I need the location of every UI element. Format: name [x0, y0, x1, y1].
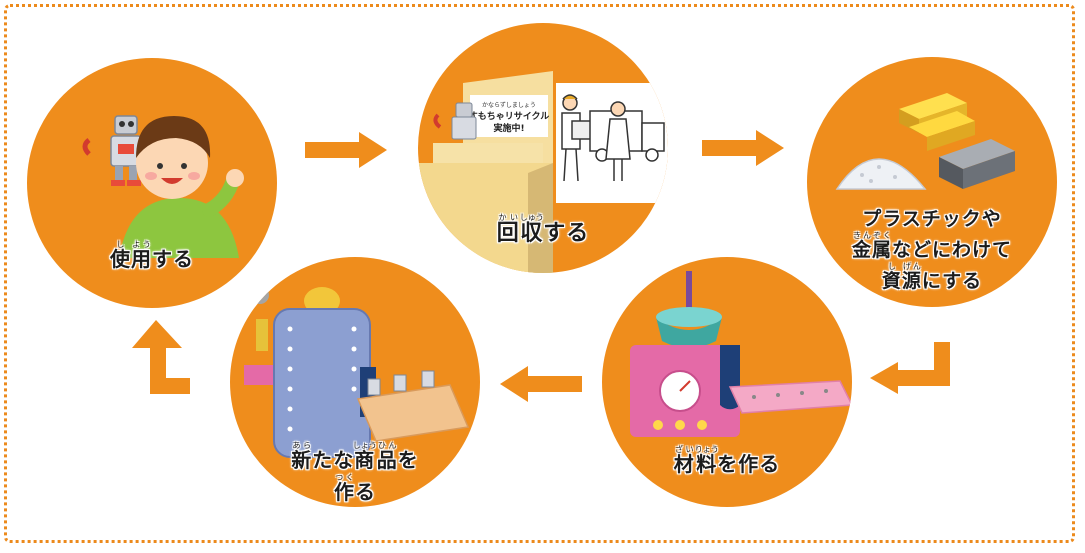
- gold-bars-icon: [899, 93, 975, 151]
- conveyor-belt: [356, 384, 470, 442]
- resources-illustration: [835, 93, 1015, 190]
- robot-toy-icon: [82, 115, 142, 186]
- step-collect: かならずしましょう すもちゃリサイクル 実施中! 回かい収しゅうする: [418, 23, 668, 273]
- woman-icon: [605, 101, 631, 181]
- robot-products-icon: [367, 370, 435, 396]
- step-sort: プラスチックや 金きん属ぞくなどにわけて 資し源げんにする: [807, 57, 1057, 307]
- step-material-label: 材ざい料りょうを作る: [673, 445, 781, 476]
- truck-icon: [589, 110, 665, 162]
- dotted-frame: [4, 4, 1075, 543]
- step-material: 材ざい料りょうを作る: [602, 257, 852, 507]
- factory-illustration: [240, 286, 470, 458]
- material-machine-illustration: [630, 271, 852, 437]
- robot-toy-icon: [433, 102, 477, 140]
- svg-text:かならずしましょう: かならずしましょう: [482, 101, 536, 109]
- svg-text:実施中!: 実施中!: [493, 122, 524, 134]
- step-use: 使し用ようする: [27, 58, 277, 308]
- arrow-material-to-product: [500, 366, 582, 402]
- step-product: 新あらたな商しょう品ひんを 作つくる: [230, 257, 480, 507]
- arrow-product-to-use: [132, 320, 190, 394]
- step-sort-label: プラスチックや 金きん属ぞくなどにわけて 資し源げんにする: [851, 208, 1013, 292]
- metal-bars-icon: [939, 139, 1015, 189]
- child-icon: [119, 116, 244, 258]
- step-collect-label: 回かい収しゅうする: [496, 213, 590, 246]
- child-with-robot-illustration: [82, 115, 244, 258]
- factory-machine-icon: [273, 287, 376, 458]
- smoke-icon: [240, 286, 269, 309]
- arrow-use-to-collect: [305, 132, 387, 168]
- conveyor-belt: [728, 380, 852, 414]
- plastic-pellets-icon: [835, 158, 927, 190]
- arrow-sort-to-material: [870, 342, 950, 394]
- step-product-label: 新あらたな商しょう品ひんを 作つくる: [291, 441, 419, 504]
- mixing-machine-icon: [630, 345, 740, 437]
- step-use-label: 使し用ようする: [110, 240, 194, 271]
- collection-illustration: かならずしましょう すもちゃリサイクル 実施中!: [418, 71, 668, 273]
- svg-text:すもちゃリサイクル: すもちゃリサイクル: [469, 111, 550, 122]
- arrow-collect-to-sort: [702, 130, 784, 166]
- delivery-worker-icon: [561, 94, 595, 182]
- recycle-poster: [470, 95, 548, 137]
